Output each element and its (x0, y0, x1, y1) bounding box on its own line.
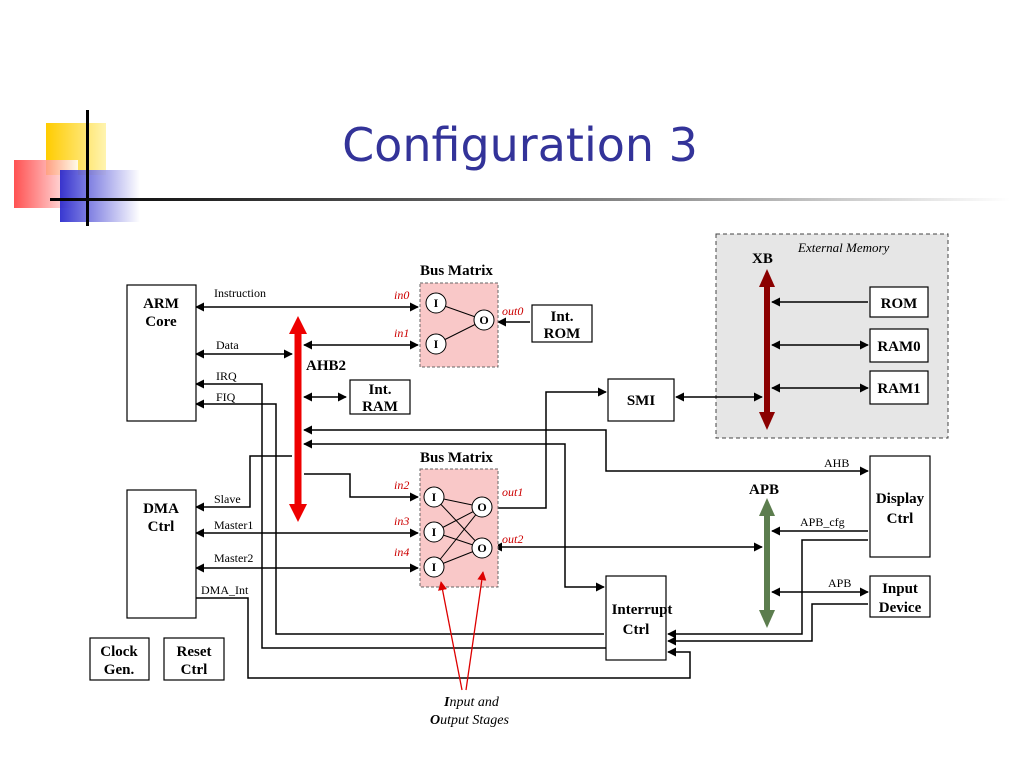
port-in3: in3 (394, 514, 409, 528)
arm-core-label-2: Core (145, 314, 177, 330)
node-in-bottom-1: I (432, 525, 437, 539)
int-ram-block (349, 379, 411, 415)
signal-master2: Master2 (214, 551, 253, 565)
annotation-arrows (438, 571, 487, 691)
int-rom-block (531, 304, 593, 343)
input-interrupt-wire (667, 603, 868, 646)
ram1-label: RAM1 (877, 381, 920, 397)
apb-bus (759, 498, 775, 628)
smi-label: SMI (627, 393, 656, 409)
ram1-block (869, 370, 929, 405)
external-memory-label: External Memory (797, 240, 890, 255)
signal-ahb: AHB (824, 456, 849, 470)
bus-matrix-top (419, 282, 499, 368)
reset-ctrl-block (163, 637, 225, 681)
ahb-interrupt-wire (303, 439, 605, 592)
dma-ctrl-label-2: Ctrl (148, 519, 175, 535)
ram0-label: RAM0 (877, 339, 920, 355)
signal-slave: Slave (214, 492, 241, 506)
signal-fiq: FIQ (216, 390, 236, 404)
input-device-block (869, 575, 931, 618)
ram0-block (869, 328, 929, 363)
interrupt-ctrl-label-2: Ctrl (623, 622, 650, 638)
int-rom-label-1: Int. (551, 309, 574, 325)
annotation-line2: Output Stages (430, 713, 510, 728)
display-ctrl-label-2: Ctrl (887, 511, 914, 527)
signal-apb: APB (828, 576, 851, 590)
port-in1: in1 (394, 326, 409, 340)
bus-matrix-bottom (419, 468, 499, 588)
node-in-top-0: I (434, 296, 439, 310)
bus-matrix-bottom-label: Bus Matrix (420, 450, 493, 466)
port-out1: out1 (502, 485, 523, 499)
int-rom-label-2: ROM (544, 326, 581, 342)
irq-wire (195, 379, 666, 649)
xb-bus (759, 269, 775, 430)
port-in0: in0 (394, 288, 409, 302)
reset-ctrl-label-2: Ctrl (181, 662, 208, 678)
node-in-top-1: I (434, 337, 439, 351)
dma-int-wire (196, 597, 691, 679)
clock-gen-label-2: Gen. (104, 662, 135, 678)
slave-wire (195, 455, 292, 512)
out1-smi-wire (498, 387, 607, 509)
port-out0: out0 (502, 304, 523, 318)
clock-gen-label-1: Clock (100, 644, 138, 660)
signal-master1: Master1 (214, 518, 253, 532)
input-device-label-1: Input (882, 581, 918, 597)
node-in-bottom-0: I (432, 490, 437, 504)
arm-core-label-1: ARM (143, 296, 179, 312)
bus-matrix-top-label: Bus Matrix (420, 263, 493, 279)
signal-irq: IRQ (216, 369, 237, 383)
port-in2: in2 (394, 478, 409, 492)
signal-instruction: Instruction (214, 286, 266, 300)
int-ram-label-1: Int. (369, 382, 392, 398)
node-out-bottom-1: O (477, 541, 486, 555)
ahb2-label: AHB2 (306, 358, 346, 374)
interrupt-ctrl-label-1: Interrupt (612, 602, 673, 618)
smi-block (607, 378, 675, 422)
ahb2-bus (289, 316, 307, 522)
apb-label: APB (749, 482, 779, 498)
ahb-display-wire (303, 425, 869, 476)
fiq-wire (195, 399, 604, 635)
interrupt-ctrl-block (605, 575, 667, 661)
display-ctrl-block (869, 455, 931, 558)
rom-block (869, 286, 929, 318)
signal-data: Data (216, 338, 239, 352)
rom-label: ROM (881, 296, 918, 312)
reset-ctrl-label-1: Reset (177, 644, 212, 660)
annotation-line1: Input and (443, 695, 500, 710)
display-interrupt-wire (667, 539, 868, 639)
int-ram-label-2: RAM (362, 399, 398, 415)
page-title: Configuration 3 (342, 118, 698, 172)
title-emblem (14, 110, 1010, 226)
input-device-label-2: Device (879, 600, 922, 616)
port-out2: out2 (502, 532, 523, 546)
port-in4: in4 (394, 545, 409, 559)
signal-apb-cfg: APB_cfg (800, 515, 845, 529)
clock-gen-block (89, 637, 150, 681)
signal-dma-int: DMA_Int (201, 583, 249, 597)
xb-label: XB (752, 251, 773, 267)
arm-core-block (126, 284, 197, 422)
display-ctrl-label-1: Display (876, 491, 925, 507)
node-out-top-0: O (479, 313, 488, 327)
dma-ctrl-block (126, 489, 197, 619)
node-out-bottom-0: O (477, 500, 486, 514)
ahb2-in2-wire (304, 473, 419, 502)
dma-ctrl-label-1: DMA (143, 501, 179, 517)
node-in-bottom-2: I (432, 560, 437, 574)
